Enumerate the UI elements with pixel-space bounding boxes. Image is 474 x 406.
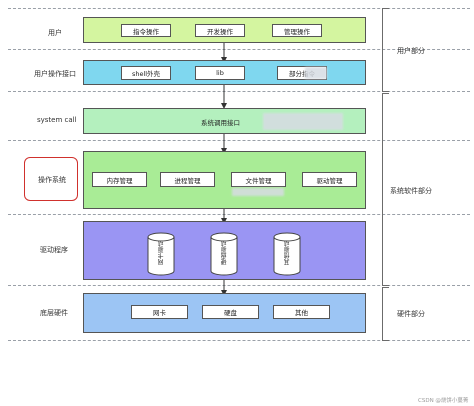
- watermark: CSDN @烧饼小蔓菁: [418, 398, 469, 404]
- group-bracket-tick: [382, 91, 389, 92]
- interface-item-lib: lib: [195, 66, 245, 80]
- group-bracket: [382, 93, 383, 285]
- group-label-hardware: 硬件部分: [397, 310, 425, 318]
- separator-line: [8, 285, 470, 286]
- group-bracket: [382, 8, 383, 91]
- cylinder-other-driver: [273, 232, 301, 276]
- os-item-file: 文件管理: [231, 172, 286, 187]
- interface-item-shell: shell外壳: [121, 66, 171, 80]
- group-label-user: 用户部分: [397, 47, 425, 55]
- image-noise: [232, 188, 284, 196]
- group-bracket-tick: [382, 8, 389, 9]
- os-label-highlight: [24, 157, 78, 201]
- os-item-memory: 内存管理: [92, 172, 147, 187]
- group-bracket-tick: [382, 340, 389, 341]
- group-bracket: [382, 287, 383, 340]
- os-item-process: 进程管理: [160, 172, 215, 187]
- separator-line: [8, 91, 470, 92]
- layer-label-system-call: system call: [37, 116, 77, 124]
- group-bracket-tick: [382, 93, 389, 94]
- separator-line: [8, 214, 470, 215]
- separator-line: [8, 49, 470, 50]
- image-noise: [305, 67, 327, 79]
- group-bracket-tick: [382, 285, 389, 286]
- os-item-driver-manage: 驱动管理: [302, 172, 357, 187]
- group-bracket-tick: [382, 287, 389, 288]
- separator-line: [8, 340, 470, 341]
- hardware-item-other: 其他: [273, 305, 330, 319]
- hardware-item-nic: 网卡: [131, 305, 188, 319]
- syscall-label: 系统调用接口: [201, 119, 240, 127]
- layer-label-user: 用户: [48, 29, 62, 37]
- layer-label-os: 操作系统: [38, 176, 66, 184]
- cylinder-nic-driver: [147, 232, 175, 276]
- user-item-command: 指令操作: [121, 24, 171, 37]
- user-item-manage: 管理操作: [272, 24, 322, 37]
- cylinder-label: 其他驱动: [284, 241, 291, 265]
- image-noise: [263, 113, 343, 130]
- layer-label-user-interface: 用户操作接口: [34, 70, 76, 78]
- cylinder-label: 硬盘驱动: [221, 241, 228, 265]
- separator-line: [8, 140, 470, 141]
- group-label-system-software: 系统软件部分: [390, 187, 432, 195]
- separator-line: [8, 8, 470, 9]
- layer-label-driver: 驱动程序: [40, 246, 68, 254]
- user-item-develop: 开发操作: [195, 24, 245, 37]
- cylinder-label: 网卡驱动: [158, 241, 165, 265]
- layer-label-hardware: 底层硬件: [40, 309, 68, 317]
- cylinder-disk-driver: [210, 232, 238, 276]
- hardware-item-disk: 硬盘: [202, 305, 259, 319]
